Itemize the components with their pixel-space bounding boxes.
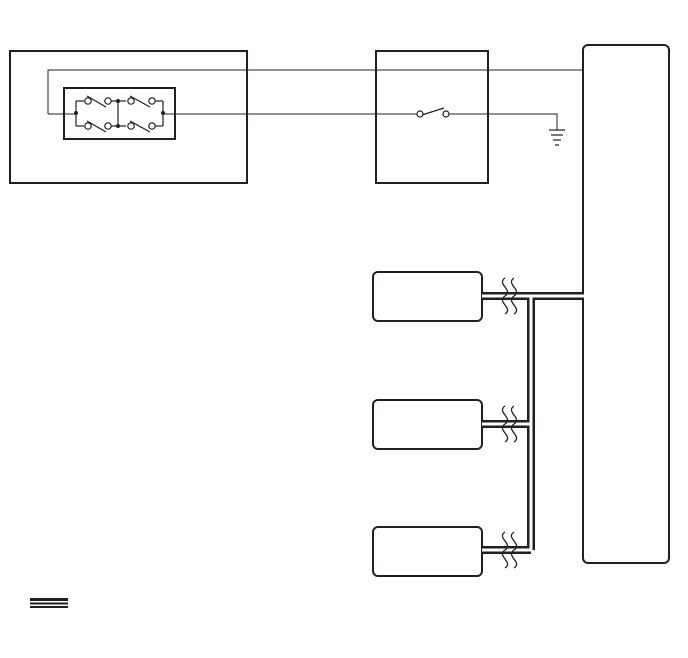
unit-3-box: [372, 526, 483, 577]
contact-icon: [104, 97, 112, 105]
bus-line-icon: [30, 598, 68, 608]
break-mark-icon: [501, 277, 518, 315]
switch-blade: [86, 120, 107, 133]
contact-icon: [442, 110, 450, 118]
switch-blade: [129, 95, 151, 108]
junction-icon: [116, 99, 120, 103]
wire-top: [47, 69, 583, 114]
switch-blade: [86, 95, 107, 108]
contact-icon: [84, 97, 92, 105]
switch-block: [63, 87, 176, 140]
break-mark-icon: [501, 531, 518, 569]
unit-1-box: [372, 271, 483, 322]
relay-module-box: [375, 50, 489, 184]
contact-icon: [104, 122, 112, 130]
break-mark-icon: [501, 405, 518, 443]
wire-ground: [449, 113, 558, 130]
contact-icon: [127, 122, 135, 130]
junction-icon: [116, 124, 120, 128]
switch-assembly-box: [9, 50, 248, 184]
contact-icon: [148, 122, 156, 130]
contact-icon: [84, 122, 92, 130]
unit-2-box: [372, 399, 483, 450]
comm-bus: [482, 292, 584, 554]
control-unit-box: [582, 44, 670, 564]
contact-icon: [416, 110, 424, 118]
contact-icon: [148, 97, 156, 105]
contact-icon: [127, 97, 135, 105]
switch-blade: [129, 120, 151, 133]
switch-blade: [421, 107, 445, 116]
switch-block-box: [63, 87, 176, 140]
ground-icon: [549, 129, 565, 146]
